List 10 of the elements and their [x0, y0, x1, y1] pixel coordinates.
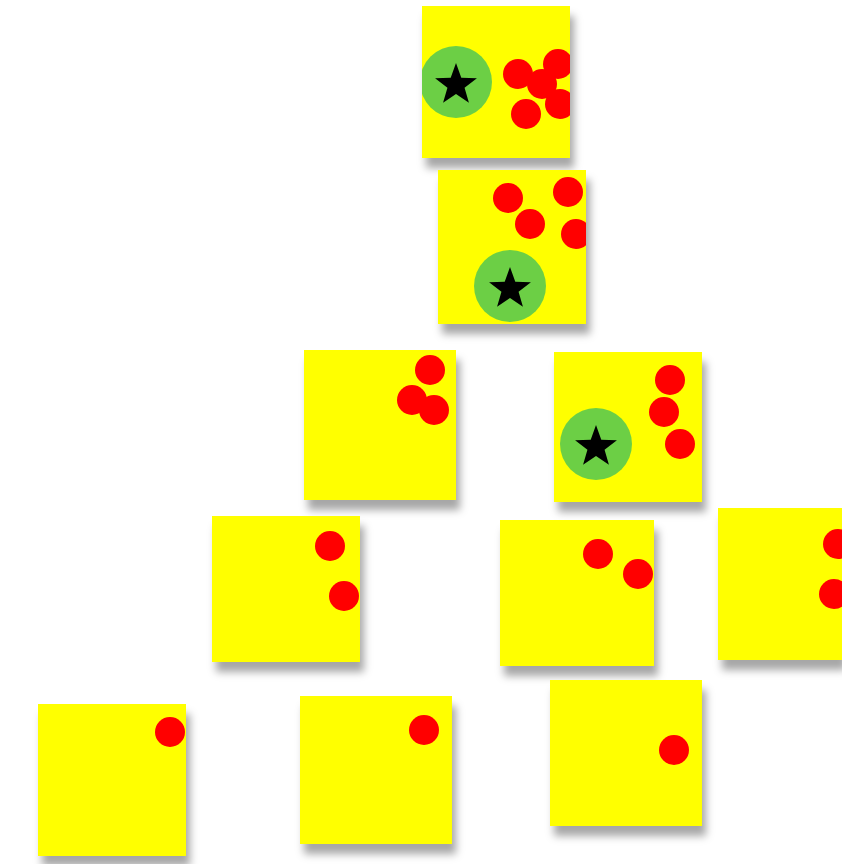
- sticky-note: [300, 696, 452, 844]
- sticky-note: [304, 350, 456, 500]
- sticky-note: [212, 516, 360, 662]
- sticky-note: [500, 520, 654, 666]
- sticky-note: [718, 508, 842, 660]
- sticky-note: [554, 352, 702, 502]
- sticky-note: [438, 170, 586, 324]
- sticky-note: [550, 680, 702, 826]
- sticky-note: [422, 6, 570, 158]
- sticky-note: [38, 704, 186, 856]
